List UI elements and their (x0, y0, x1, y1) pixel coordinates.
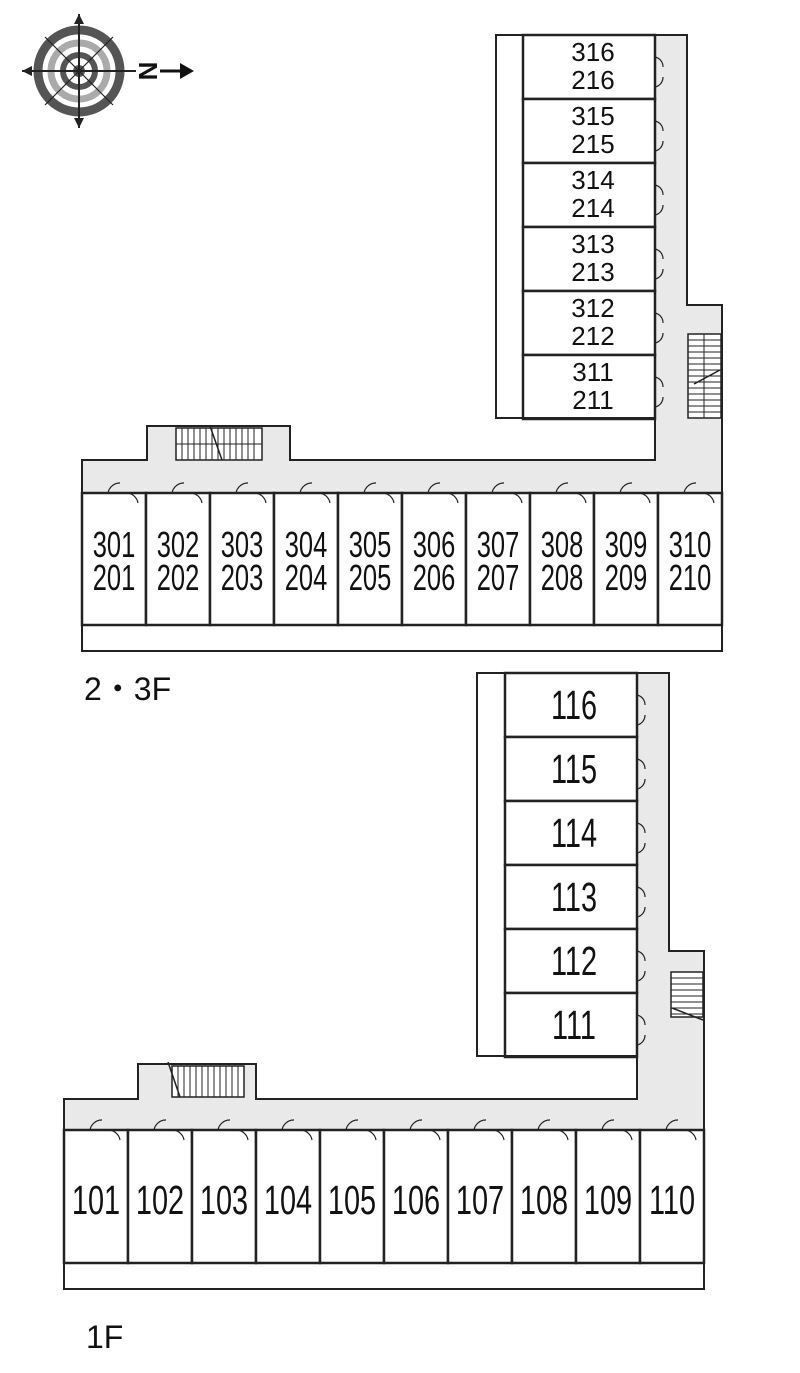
upper-corridor (81, 34, 723, 494)
unit-number: 103 (200, 1178, 248, 1223)
unit-number-top: 303 (221, 525, 264, 565)
unit-number: 111 (552, 1003, 596, 1048)
unit-number: 114 (551, 811, 597, 856)
unit-number-top: 309 (605, 525, 648, 565)
upper-row-balcony (81, 624, 723, 652)
unit-111: 111 (503, 991, 646, 1059)
ground-floor-label: 1F (86, 1319, 123, 1355)
unit-number-bottom: 215 (571, 129, 614, 159)
unit-number: 116 (551, 683, 597, 728)
unit-number: 108 (520, 1178, 568, 1223)
unit-112: 112 (503, 927, 646, 995)
unit-number-top: 314 (571, 165, 614, 195)
unit-107: 107 (446, 1119, 514, 1265)
unit-number-bottom: 216 (571, 65, 614, 95)
unit-number-top: 311 (572, 357, 613, 387)
unit-105: 105 (318, 1119, 386, 1265)
compass-icon (22, 14, 194, 128)
unit-number: 101 (72, 1178, 120, 1223)
ground-floor-plan: 116 115 114 113 112 111 101 102 103 104 105 106 107… (62, 671, 706, 1290)
unit-number-top: 313 (571, 229, 614, 259)
upper-floors-label: 2・3F (84, 671, 171, 707)
unit-number: 106 (392, 1178, 440, 1223)
unit-number: 105 (328, 1178, 376, 1223)
unit-number-top: 315 (571, 101, 614, 131)
unit-115: 115 (503, 735, 646, 803)
unit-113: 113 (503, 863, 646, 931)
unit-number-bottom: 214 (571, 193, 614, 223)
ground-wing-balcony (476, 672, 506, 1057)
unit-number-bottom: 211 (572, 385, 613, 415)
unit-102: 102 (126, 1119, 194, 1265)
unit-number: 112 (551, 939, 597, 984)
unit-number: 113 (551, 875, 597, 920)
unit-number-top: 305 (349, 525, 392, 565)
ground-stair-right-icon (670, 971, 704, 1021)
unit-number: 109 (584, 1178, 632, 1223)
unit-number: 110 (649, 1178, 695, 1223)
unit-116: 116 (503, 671, 646, 739)
unit-number: 115 (551, 747, 597, 792)
unit-number-bottom: 212 (571, 321, 614, 351)
ground-row-balcony (63, 1262, 705, 1290)
unit-number-bottom: 201 (93, 558, 136, 598)
ground-stair-top-icon (167, 1061, 245, 1098)
unit-number: 107 (456, 1178, 504, 1223)
unit-number-bottom: 208 (541, 558, 584, 598)
unit-number-top: 316 (571, 37, 614, 67)
upper-stair-right-icon (687, 333, 722, 419)
unit-number: 102 (136, 1178, 184, 1223)
unit-number-top: 301 (93, 525, 136, 565)
unit-number-bottom: 213 (571, 257, 614, 287)
unit-109: 109 (574, 1119, 642, 1265)
unit-number-bottom: 204 (285, 558, 328, 598)
unit-number-top: 302 (157, 525, 200, 565)
unit-number-bottom: 210 (669, 558, 712, 598)
unit-number-top: 307 (477, 525, 520, 565)
unit-106: 106 (382, 1119, 450, 1265)
unit-101: 101 (62, 1119, 130, 1265)
unit-number-top: 312 (571, 293, 614, 323)
unit-103: 103 (190, 1119, 258, 1265)
unit-number-top: 308 (541, 525, 584, 565)
unit-104: 104 (254, 1119, 322, 1265)
ground-corridor (63, 672, 705, 1131)
unit-number-bottom: 206 (413, 558, 456, 598)
upper-wing-balcony (495, 34, 524, 419)
compass-north-label: N (133, 62, 163, 81)
unit-108: 108 (510, 1119, 578, 1265)
unit-number-top: 304 (285, 525, 328, 565)
unit-number: 104 (264, 1178, 312, 1223)
unit-number-bottom: 202 (157, 558, 200, 598)
unit-number-bottom: 203 (221, 558, 264, 598)
unit-number-top: 310 (669, 525, 712, 565)
unit-114: 114 (503, 799, 646, 867)
unit-number-bottom: 207 (477, 558, 520, 598)
upper-stair-top-icon (175, 425, 263, 461)
unit-number-top: 306 (413, 525, 456, 565)
unit-number-bottom: 209 (605, 558, 648, 598)
unit-110: 110 (638, 1119, 706, 1265)
unit-number-bottom: 205 (349, 558, 392, 598)
